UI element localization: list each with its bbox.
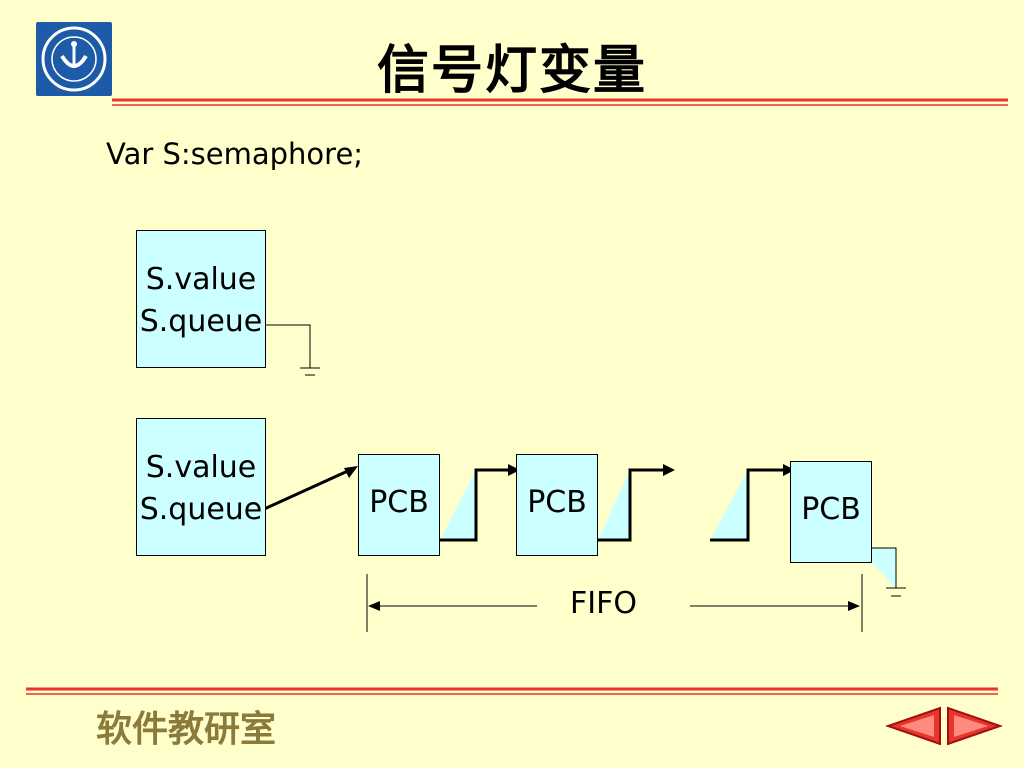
queue-pointer-arrowhead bbox=[344, 466, 358, 478]
pcb-box-1: PCB bbox=[358, 454, 440, 556]
pcb-label: PCB bbox=[527, 485, 587, 520]
link-3-line bbox=[710, 468, 785, 542]
semaphore-box-empty: S.value S.queue bbox=[136, 230, 266, 368]
value-field-label: S.value bbox=[145, 450, 257, 485]
value-field-label: S.value bbox=[145, 262, 257, 297]
code-declaration: Var S:semaphore; bbox=[106, 137, 364, 171]
pcb-box-3: PCB bbox=[790, 461, 872, 563]
logo-emblem bbox=[41, 26, 107, 92]
fifo-left-arrowhead bbox=[368, 601, 380, 611]
pcb-box-2: PCB bbox=[516, 454, 598, 556]
link-2-line bbox=[590, 468, 665, 542]
page-title: 信号灯变量 bbox=[376, 41, 647, 101]
link-3-arrowhead bbox=[783, 464, 795, 476]
link-2-shade bbox=[598, 470, 630, 540]
footer-department: 软件教研室 bbox=[96, 708, 277, 750]
triangle-left-icon[interactable] bbox=[884, 706, 941, 746]
fifo-right-arrowhead bbox=[848, 601, 860, 611]
link-1-arrowhead bbox=[508, 464, 520, 476]
queue-field-label: S.queue bbox=[139, 492, 263, 527]
link-1-shade bbox=[440, 470, 476, 540]
pcb-label: PCB bbox=[369, 485, 429, 520]
university-logo bbox=[36, 22, 112, 96]
triangle-right-icon[interactable] bbox=[947, 706, 1004, 746]
queue-field-label: S.queue bbox=[139, 304, 263, 339]
fifo-label: FIFO bbox=[570, 586, 637, 621]
link-2-arrowhead bbox=[663, 464, 675, 476]
link-1-line bbox=[440, 468, 510, 542]
queue-pointer-arrow bbox=[261, 468, 351, 512]
null-pointer-line-1 bbox=[266, 324, 311, 368]
link-3-shade bbox=[710, 470, 748, 540]
pcb-label: PCB bbox=[801, 492, 861, 527]
semaphore-box-queued: S.value S.queue bbox=[136, 418, 266, 556]
